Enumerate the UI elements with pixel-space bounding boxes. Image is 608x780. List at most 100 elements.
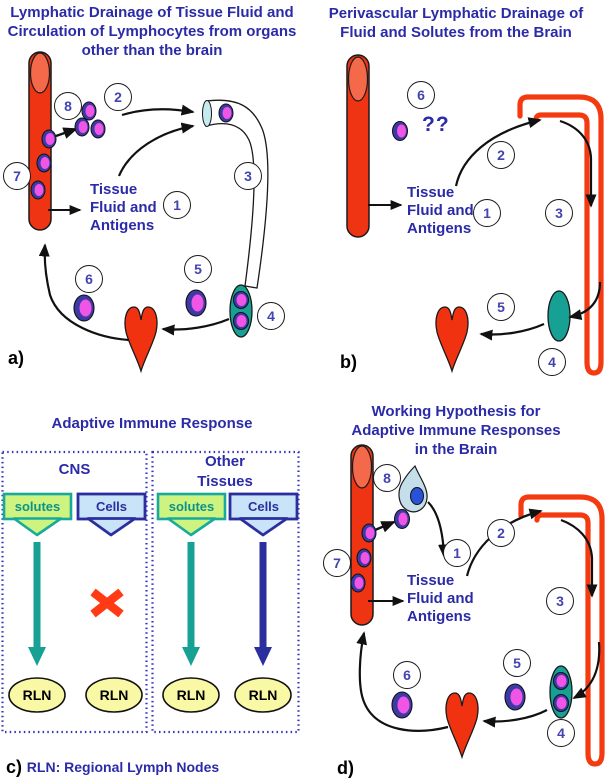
arrow-to-artery-mouth [454, 117, 542, 187]
lymphocyte-nucleus [556, 675, 567, 687]
cross-stroke [90, 588, 124, 618]
step-marker-8: 8 [373, 464, 401, 492]
lymphocyte-nucleus [78, 121, 88, 133]
tissue-line: Fluid and [407, 202, 474, 219]
lymphocyte-nucleus [556, 697, 567, 709]
step-marker-3: 3 [545, 199, 573, 227]
artery-perivascular-tube [517, 94, 604, 376]
tissue-fluid-label: Tissue Fluid and Antigens [90, 181, 157, 235]
rln-footnote: RLN: Regional Lymph Nodes [26, 759, 220, 775]
step-marker-2: 2 [487, 141, 515, 169]
step-marker-5: 5 [503, 649, 531, 677]
cells-banner-pointer [238, 517, 289, 537]
step-marker-6: 6 [393, 661, 421, 689]
blood-vessel-lumen [29, 52, 51, 94]
panel-c-graphics [1, 450, 300, 734]
title-line: Fluid and Solutes from the Brain [340, 24, 572, 41]
panel-a-letter: a) [8, 348, 25, 368]
lymphocyte-nucleus [398, 512, 408, 526]
step-marker-5: 5 [184, 255, 212, 283]
solutes-flow-arrowhead-ot [182, 647, 200, 666]
title-line: Circulation of Lymphocytes from organs [7, 23, 297, 40]
tissue-line: Antigens [407, 608, 472, 625]
heart-icon [445, 692, 479, 760]
lymphocyte-nucleus [222, 107, 232, 119]
heart-icon [435, 306, 469, 374]
step-marker-4: 4 [257, 302, 285, 330]
solutes-label: solutes [168, 499, 215, 514]
cns-box [1, 450, 148, 734]
lymphocyte-nucleus [94, 123, 104, 135]
cells-banner [76, 492, 147, 521]
artery-perivascular-tube [518, 494, 605, 767]
lymphocyte-nucleus [191, 294, 204, 312]
step-marker-4: 4 [538, 348, 566, 376]
cns-heading: CNS [58, 461, 91, 478]
rln-label: RLN [176, 687, 206, 703]
tissue-line: Tissue [90, 181, 138, 198]
solutes-flow-arrowhead-cns [28, 647, 46, 666]
panel-c-adaptive-immune-response: Adaptive Immune Response CNS Other Tissu… [0, 390, 304, 780]
panel-d-letter: d) [337, 758, 354, 778]
lymphocytes-in-vessel [30, 129, 57, 200]
blood-vessel [346, 54, 370, 238]
arrow-node-to-heart [161, 317, 230, 336]
panel-d-graphics [350, 444, 605, 767]
arrow-inside-tube [559, 119, 597, 208]
heading-line: Other [204, 453, 245, 470]
lymphocyte-nucleus [360, 552, 370, 564]
arrow-tube-to-node [568, 281, 602, 321]
step-marker-1: 1 [443, 539, 471, 567]
heading-line: Tissues [197, 473, 253, 490]
lymphocyte-nucleus [79, 299, 92, 317]
lymphocyte-nucleus [510, 688, 523, 706]
title-line: Adaptive Immune Responses [351, 422, 561, 439]
arrow-node-to-heart [479, 322, 545, 341]
step-marker-7: 7 [3, 162, 31, 190]
rln-node [162, 677, 220, 713]
step-marker-1: 1 [473, 199, 501, 227]
lymphocyte-nucleus [40, 157, 50, 169]
arrow-cell-exit [374, 520, 396, 533]
rln-node [85, 677, 143, 713]
arrow-apc-to-tissue [427, 501, 450, 558]
lymphocyte-nucleus [34, 184, 44, 196]
step-marker-2: 2 [104, 83, 132, 111]
lymphocyte-nucleus [397, 124, 406, 138]
arrow-cell-exit [55, 127, 78, 139]
arrow-inside-tube [560, 518, 598, 598]
lymphocyte-nucleus [397, 696, 410, 714]
lymphocyte-nucleus [45, 133, 55, 145]
step-marker-3: 3 [234, 162, 262, 190]
rln-label: RLN [248, 687, 278, 703]
cells-label: Cells [247, 499, 280, 514]
tissue-fluid-label: Tissue Fluid and Antigens [407, 184, 474, 238]
lymphatic-vessel-opening [202, 100, 212, 127]
cells-label: Cells [95, 499, 128, 514]
apc-nucleus [410, 487, 424, 505]
heart-icon [124, 306, 158, 374]
panel-b-letter: b) [340, 352, 357, 372]
cells-flow-arrowhead-ot [254, 647, 272, 666]
lymphocyte-cluster [74, 101, 106, 139]
title-line: other than the brain [81, 42, 223, 59]
tissue-line: Antigens [407, 220, 472, 237]
rln-node [8, 677, 66, 713]
step-marker-1: 1 [163, 191, 191, 219]
title-line: Perivascular Lymphatic Drainage of [328, 5, 584, 22]
solutes-label: solutes [14, 499, 61, 514]
tissue-line: Tissue [407, 572, 455, 589]
panel-d-title: Working Hypothesis for Adaptive Immune R… [304, 402, 608, 459]
tissue-fluid-label: Tissue Fluid and Antigens [407, 572, 474, 626]
tissue-line: Tissue [407, 184, 455, 201]
other-tissues-box [151, 450, 300, 734]
lymphocyte-nucleus [365, 527, 375, 539]
panel-b-perivascular-drainage: Perivascular Lymphatic Drainage of Fluid… [304, 0, 608, 390]
step-marker-4: 4 [547, 719, 575, 747]
panel-a-graphics [28, 51, 269, 374]
arrow-heart-to-vessel [356, 631, 449, 732]
blood-vessel-lumen [351, 445, 373, 489]
panel-b-graphics [346, 54, 604, 376]
panel-d-working-hypothesis: Working Hypothesis for Adaptive Immune R… [304, 390, 608, 780]
step-marker-8: 8 [54, 92, 82, 120]
